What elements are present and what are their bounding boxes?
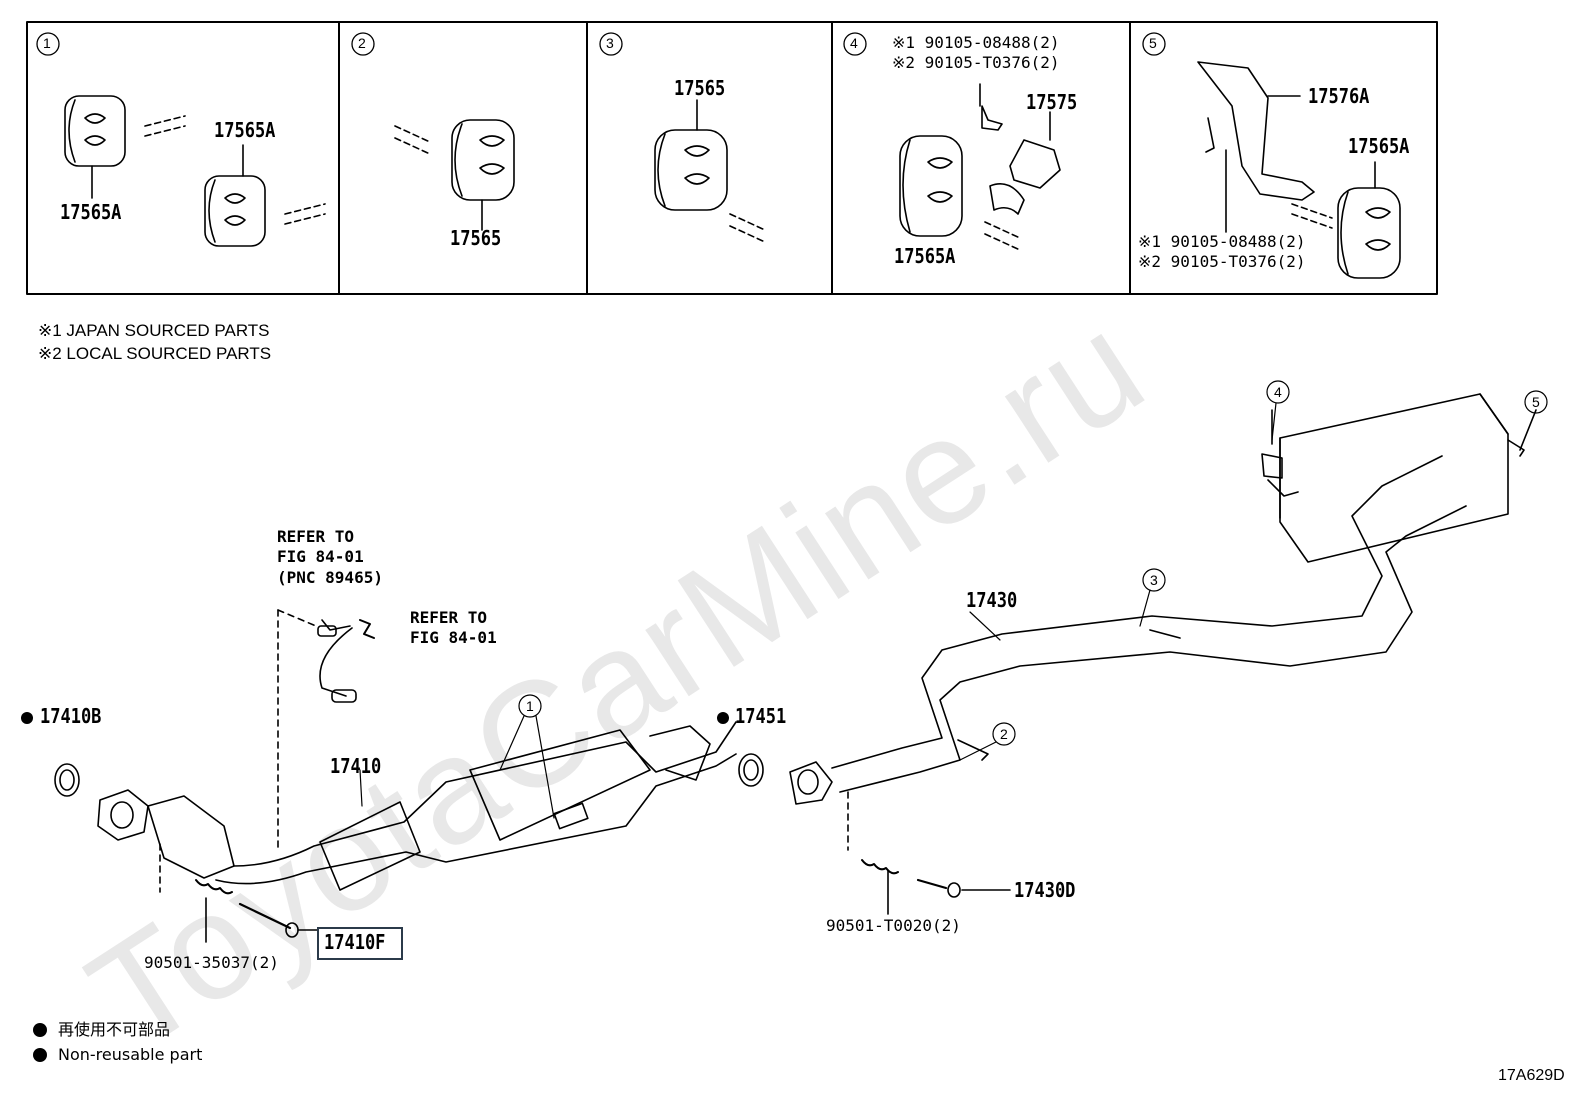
panel-1-number: 1 <box>43 35 51 51</box>
part-label: 17565A <box>214 118 276 142</box>
oxygen-sensor <box>317 619 375 703</box>
legend-bullet-1 <box>33 1023 47 1037</box>
part-label: 17565A <box>1348 134 1410 158</box>
part-label-17451: 17451 <box>735 704 787 728</box>
callout-5: 5 <box>1532 394 1540 410</box>
callout-2: 2 <box>1000 726 1008 742</box>
panel-3-number: 3 <box>606 35 614 51</box>
inset-frame <box>26 21 1438 295</box>
panel-4-bracket <box>899 83 1061 251</box>
panel-2-hanger <box>394 119 515 231</box>
refer-to-line: FIG 84-01 <box>410 628 497 647</box>
panel-4-note-2: ※2 90105-T0376(2) <box>892 53 1060 72</box>
panel-5-note-1: ※1 90105-08488(2) <box>1138 232 1306 251</box>
part-label-90501-T0020: 90501-T0020(2) <box>826 916 961 935</box>
part-label-17430: 17430 <box>966 588 1018 612</box>
refer-to-line: REFER TO <box>277 527 355 546</box>
footnote-local-sourced: ※2 LOCAL SOURCED PARTS <box>38 344 272 363</box>
part-label: 17575 <box>1026 90 1078 114</box>
callout-1: 1 <box>526 698 534 714</box>
panel-3-hanger <box>654 99 766 243</box>
panel-1-hangers <box>64 95 326 247</box>
part-label: 17565 <box>674 76 726 100</box>
refer-to-line: FIG 84-01 <box>277 547 364 566</box>
panel-4-number: 4 <box>850 35 858 51</box>
legend-non-reusable: Non-reusable part <box>58 1045 203 1064</box>
refer-to-line: (PNC 89465) <box>277 568 383 587</box>
panel-5-circle <box>1142 32 1166 56</box>
bullet-17410B <box>21 712 33 724</box>
panel-4-circle <box>843 32 867 56</box>
part-label-17410F[interactable]: 17410F <box>324 930 386 954</box>
callout-4: 4 <box>1274 384 1282 400</box>
part-label-90501-35037: 90501-35037(2) <box>144 953 279 972</box>
part-label-17410B: 17410B <box>40 704 102 728</box>
gasket-17451 <box>738 753 764 787</box>
refer-to-line: REFER TO <box>410 608 488 627</box>
panel-3-circle <box>599 32 623 56</box>
bullet-17451 <box>717 712 729 724</box>
panel-5-number: 5 <box>1149 35 1157 51</box>
footnote-japan-sourced: ※1 JAPAN SOURCED PARTS <box>38 321 270 340</box>
panel-2-number: 2 <box>358 35 366 51</box>
center-pipe-17430 <box>789 393 1537 915</box>
callout-3: 3 <box>1150 572 1158 588</box>
panel-2-circle <box>351 32 375 56</box>
legend-bullet-2 <box>33 1048 47 1062</box>
part-label-17410: 17410 <box>330 754 382 778</box>
figure-code: 17A629D <box>1498 1067 1565 1084</box>
panel-4-note-1: ※1 90105-08488(2) <box>892 33 1060 52</box>
part-label: 17565 <box>450 226 502 250</box>
front-pipe-17410 <box>54 609 737 943</box>
part-label: 17576A <box>1308 84 1370 108</box>
legend-japanese: 再使用不可部品 <box>58 1020 171 1039</box>
panel-5-bracket <box>1197 61 1401 279</box>
part-label: 17565A <box>60 200 122 224</box>
part-label: 17565A <box>894 244 956 268</box>
highlight-box-17410F <box>317 927 403 960</box>
panel-5-note-2: ※2 90105-T0376(2) <box>1138 252 1306 271</box>
part-label-17430D: 17430D <box>1014 878 1076 902</box>
panel-1-circle <box>36 32 60 56</box>
